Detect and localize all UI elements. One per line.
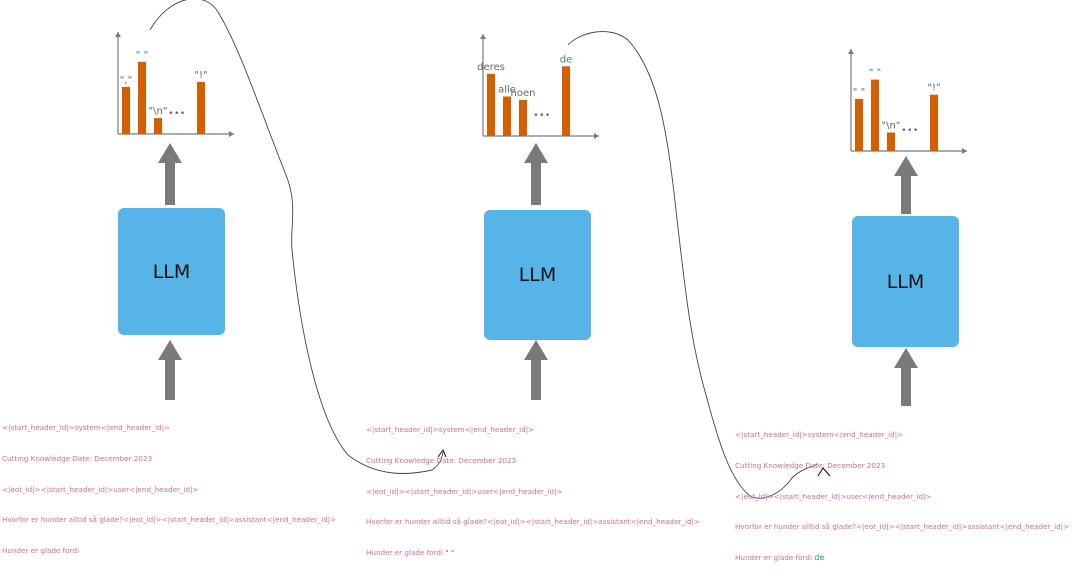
- prompt-text-2: <|start_header_id|>system<|end_header_id…: [366, 405, 700, 578]
- bar: [503, 96, 511, 136]
- prompt-last-line: Hunder er glade fordi: [735, 552, 812, 562]
- bar-label: noen: [511, 88, 536, 99]
- connector-curves: [149, 0, 831, 499]
- bar: [562, 66, 570, 136]
- bar: [138, 61, 146, 135]
- ellipsis-label: •••: [533, 111, 550, 121]
- prompt-line: <|eot_id|><|start_header_id|>user<|end_h…: [735, 491, 932, 501]
- prompt-last-line: Hunder er glade fordi: [366, 547, 443, 557]
- bar: [122, 86, 130, 134]
- connector-curve-2-tip: [817, 467, 831, 477]
- y-axis-arrowhead: [480, 34, 486, 39]
- prompt-line: Hunder er glade fordi: [2, 546, 336, 556]
- connector-curve-2: [567, 31, 819, 499]
- llm-box-3: LLM: [852, 216, 959, 347]
- bar-label: "\n": [149, 106, 168, 117]
- prompt-line: <|start_header_id|>system<|end_header_id…: [366, 425, 535, 435]
- bar-label: " ": [869, 68, 881, 79]
- up-arrow-bottom-3: [894, 348, 918, 406]
- bar: [154, 118, 162, 134]
- bar-label: alle: [498, 85, 516, 96]
- token-prob-chart-3: " " " " "\n" "!" •••: [848, 49, 967, 154]
- prompt-line: <|eot_id|><|start_header_id|>user<|end_h…: [366, 486, 563, 496]
- up-arrow-bottom-2: [524, 340, 548, 400]
- appended-token: de: [814, 552, 825, 562]
- x-axis-arrowhead: [229, 131, 234, 137]
- connector-curve-1-tip: [437, 448, 447, 458]
- connector-curve-1: [149, 0, 444, 474]
- up-arrow-top-3: [894, 156, 918, 214]
- prompt-text-1: <|start_header_id|>system<|end_header_id…: [2, 403, 336, 576]
- x-axis-arrowhead: [962, 148, 967, 154]
- bar-label: deres: [477, 62, 505, 73]
- up-arrow-bottom-1: [158, 340, 182, 400]
- llm-box-1: LLM: [118, 208, 225, 335]
- prompt-line: Cutting Knowledge Date: December 2023: [735, 461, 886, 471]
- bar: [871, 79, 879, 151]
- bar-label: " ": [853, 87, 865, 98]
- prompt-text-3: <|start_header_id|>system<|end_header_id…: [735, 410, 1069, 583]
- appended-token: " ": [445, 547, 455, 557]
- y-axis-arrowhead: [115, 32, 121, 37]
- ellipsis-label: •••: [901, 126, 918, 136]
- bar-label: " ": [136, 50, 148, 61]
- bar-label: "!": [194, 70, 207, 81]
- bar: [519, 99, 527, 136]
- bar-label: "!": [927, 83, 940, 94]
- llm-box-2: LLM: [484, 210, 591, 340]
- bar-label: de: [560, 54, 573, 65]
- prompt-line: <|start_header_id|>system<|end_header_id…: [2, 423, 171, 433]
- token-prob-chart-1: "," " " "\n" "!" •••: [115, 32, 234, 137]
- y-axis-arrowhead: [848, 49, 854, 54]
- bar-label: ",": [120, 75, 132, 86]
- llm-label-2: LLM: [518, 264, 557, 286]
- bar: [930, 94, 938, 151]
- prompt-line: Hvorfor er hunder alltid så glade?<|eot_…: [735, 522, 1070, 532]
- prompt-last-line: Hunder er glade fordi: [2, 545, 79, 555]
- prompt-line: <|start_header_id|>system<|end_header_id…: [735, 430, 904, 440]
- prompt-line: <|eot_id|><|start_header_id|>user<|end_h…: [2, 484, 199, 494]
- bar-label: "\n": [882, 121, 901, 132]
- prompt-line: Hunder er glade fordi de: [735, 553, 1069, 563]
- prompt-line: Hvorfor er hunder alltid så glade?<|eot_…: [2, 515, 337, 525]
- llm-label-3: LLM: [886, 270, 925, 293]
- bar: [887, 132, 895, 151]
- llm-label-1: LLM: [152, 260, 191, 283]
- ellipsis-label: •••: [168, 109, 185, 119]
- up-arrow-top-2: [524, 143, 548, 205]
- prompt-line: Hunder er glade fordi " ": [366, 548, 700, 558]
- bar: [197, 81, 205, 134]
- prompt-line: Cutting Knowledge Date: December 2023: [366, 456, 517, 466]
- diagram-stage: "," " " "\n" "!" ••• LLM <|start_header_id|>…: [2, 0, 1069, 562]
- x-axis-arrowhead: [594, 133, 599, 139]
- bar: [487, 73, 495, 136]
- bar: [855, 98, 863, 151]
- prompt-line: Hvorfor er hunder alltid så glade?<|eot_…: [366, 517, 701, 527]
- up-arrow-top-1: [158, 143, 182, 205]
- prompt-line: Cutting Knowledge Date: December 2023: [2, 454, 153, 464]
